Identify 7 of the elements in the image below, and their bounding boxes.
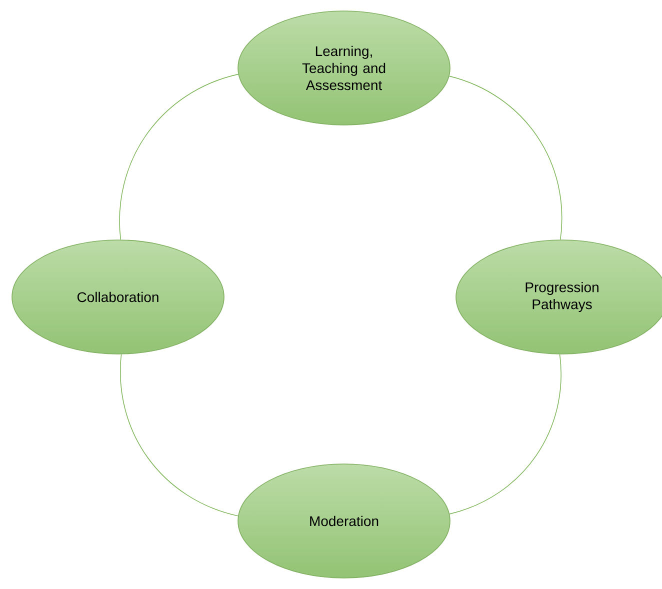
connector-arc (448, 76, 562, 240)
connector-arc (120, 354, 238, 516)
connector-arc (449, 354, 562, 514)
ellipse-node: Collaboration (12, 240, 224, 354)
connector-arc (119, 74, 239, 240)
ellipse-node: Learning, Teaching and Assessment (238, 10, 450, 126)
ellipse-node: Moderation (238, 464, 450, 578)
